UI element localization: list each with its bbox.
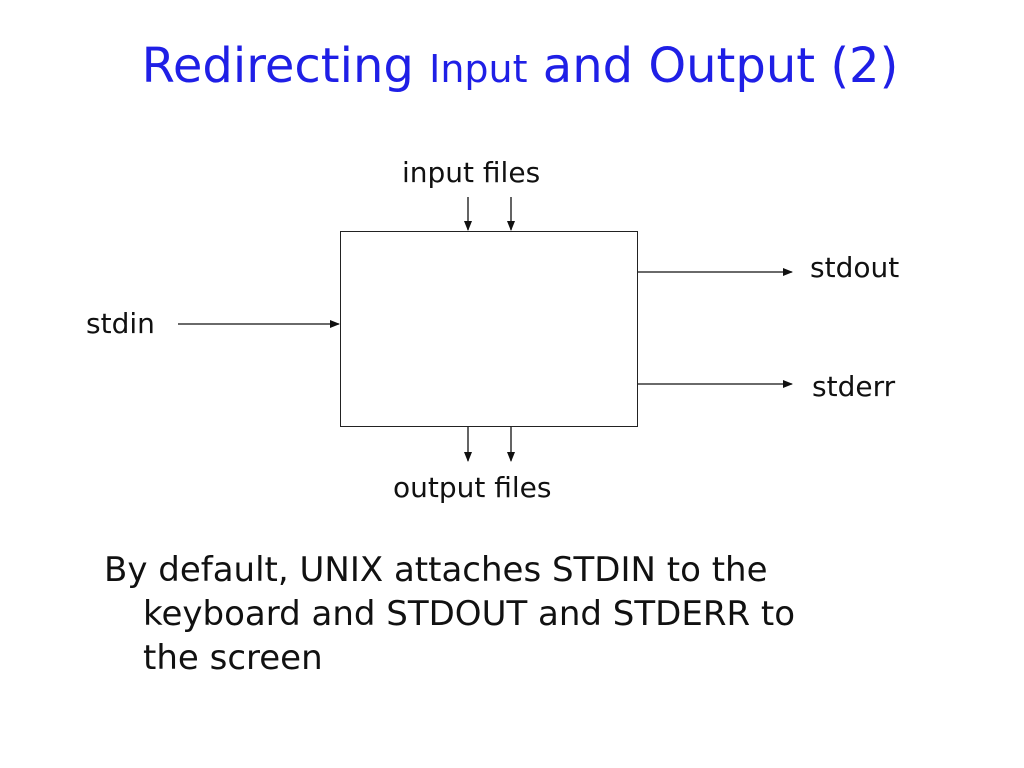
stderr-label: stderr (812, 370, 896, 403)
slide-title: Redirecting Input and Output (2) (0, 34, 1024, 101)
slide-body-text: By default, UNIX attaches STDIN to the k… (104, 548, 944, 680)
stdin-label: stdin (86, 307, 155, 340)
input-files-label: input files (402, 156, 541, 189)
stdout-label: stdout (810, 251, 900, 284)
title-part-3: and Output (2) (527, 38, 899, 94)
title-part-1: Redirecting (141, 38, 430, 94)
output-files-label: output files (393, 471, 552, 504)
title-part-2: Input (429, 47, 528, 91)
process-box (340, 231, 638, 427)
body-line-1: By default, UNIX attaches STDIN to the (104, 550, 768, 590)
body-line-2: keyboard and STDOUT and STDERR to (143, 594, 796, 634)
body-line-3: the screen (143, 638, 323, 678)
